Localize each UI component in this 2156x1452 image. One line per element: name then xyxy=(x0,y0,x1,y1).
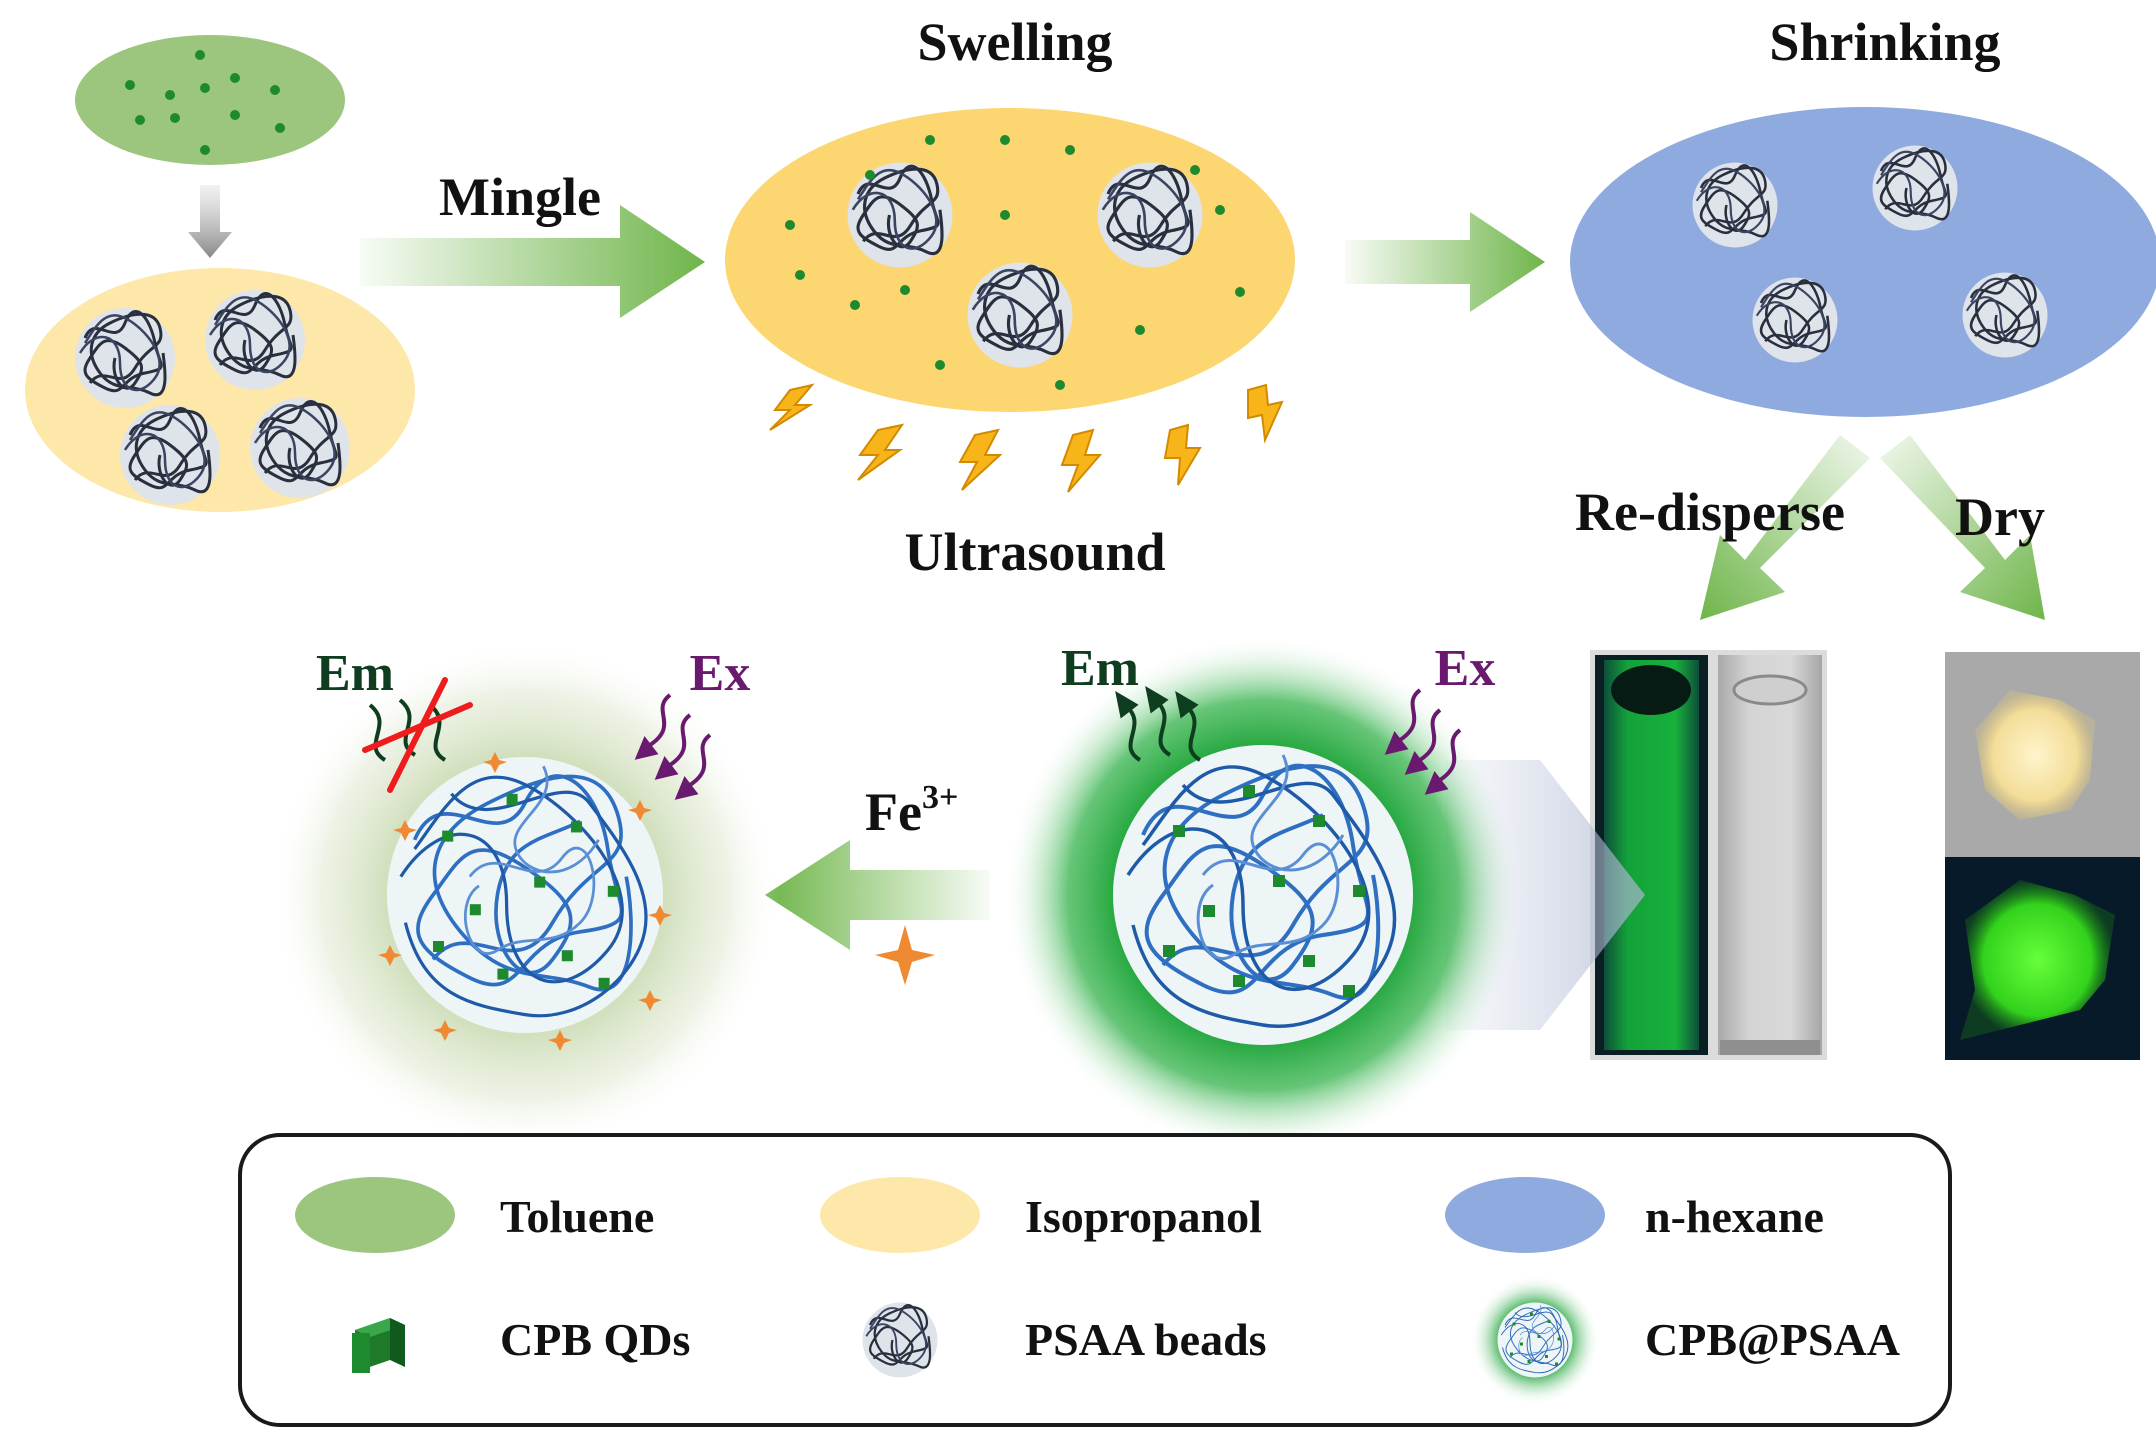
fe-quench-arrow xyxy=(765,840,990,950)
dry-arrow xyxy=(1880,435,2045,620)
svg-text:Toluene: Toluene xyxy=(500,1191,654,1242)
legend-cpb-qds: CPB QDs xyxy=(352,1314,690,1373)
down-arrow xyxy=(188,185,232,258)
ultrasound-bolts xyxy=(769,383,1284,493)
vial-photos xyxy=(1590,650,1827,1060)
mingle-arrow xyxy=(360,205,705,318)
quenched-bead xyxy=(270,640,780,1150)
ultrasound-label: Ultrasound xyxy=(904,522,1165,582)
legend-box: Toluene Isopropanol n-hexane CPB QDs PSA… xyxy=(238,1133,1952,1427)
shrinking-title: Shrinking xyxy=(1769,12,2000,72)
shrinking-ellipse xyxy=(1570,107,2156,417)
to-shrinking-arrow xyxy=(1345,212,1545,312)
cpb-psaa-bead xyxy=(1003,635,1523,1155)
quench-cross xyxy=(362,677,473,793)
svg-text:CPB@PSAA: CPB@PSAA xyxy=(1645,1314,1900,1365)
legend-toluene: Toluene xyxy=(295,1177,654,1253)
ex-label-right: Ex xyxy=(1435,640,1496,697)
legend-n-hexane: n-hexane xyxy=(1445,1177,1824,1253)
mingle-label: Mingle xyxy=(439,167,601,227)
svg-text:PSAA beads: PSAA beads xyxy=(1025,1314,1267,1365)
powder-photos xyxy=(1945,652,2140,1060)
legend-isopropanol: Isopropanol xyxy=(820,1177,1262,1253)
em-label-right: Em xyxy=(1061,640,1139,697)
svg-text:n-hexane: n-hexane xyxy=(1645,1191,1824,1242)
swelling-title: Swelling xyxy=(917,12,1112,72)
svg-text:CPB QDs: CPB QDs xyxy=(500,1314,690,1365)
swelling-ellipse xyxy=(725,108,1295,412)
svg-text:Isopropanol: Isopropanol xyxy=(1025,1191,1262,1242)
redisperse-arrow xyxy=(1700,435,1870,620)
em-label-left: Em xyxy=(316,645,394,702)
excitation-waves-right xyxy=(1384,688,1462,795)
ex-label-left: Ex xyxy=(690,645,751,702)
dry-label: Dry xyxy=(1955,487,2045,547)
toluene-dispersion xyxy=(75,35,345,165)
emission-waves-right xyxy=(1115,686,1202,762)
redisperse-label: Re-disperse xyxy=(1575,482,1845,542)
fe-ion-star xyxy=(875,925,935,985)
excitation-waves-left xyxy=(634,693,712,800)
legend-cpb-psaa: CPB@PSAA xyxy=(1470,1275,1900,1405)
legend-psaa-beads: PSAA beads xyxy=(861,1301,1267,1379)
isopropanol-with-beads xyxy=(25,268,415,512)
fe-label: Fe3+ xyxy=(865,779,958,842)
